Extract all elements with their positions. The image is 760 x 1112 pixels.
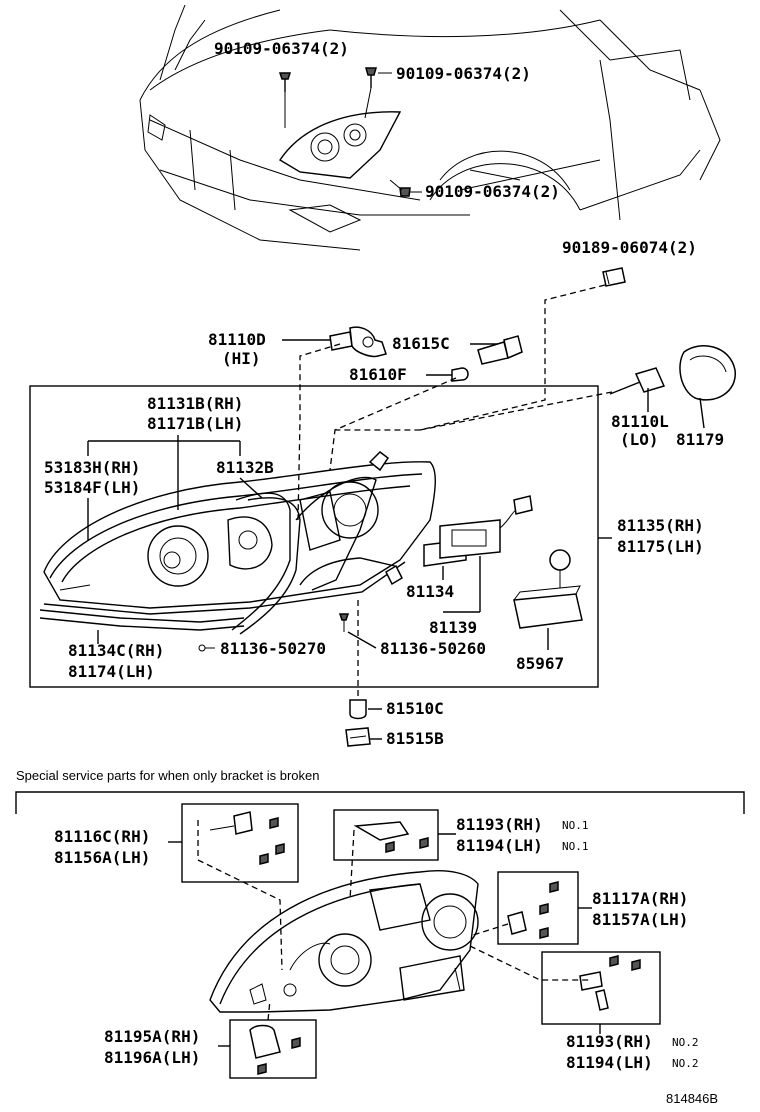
socket-c-part: [477, 335, 523, 365]
label-ballast-set: 81139: [429, 618, 477, 637]
label-housing-rh: 81131B(RH): [147, 394, 243, 413]
car-front-illustration: [139, 4, 721, 251]
cap-part: [679, 345, 736, 401]
label-trim-rh: 53183H(RH): [44, 458, 140, 477]
assembly-frame: [29, 385, 599, 688]
special-service-note: Special service parts for when only brac…: [16, 768, 319, 783]
bracket-c-part: [507, 881, 559, 939]
label-molding-lh: 81174(LH): [68, 662, 155, 681]
label-bracket-d-rh: 81195A(RH): [104, 1027, 200, 1046]
label-clip: 90189-06074(2): [562, 238, 697, 257]
molding-part: [39, 609, 245, 631]
label-car-bolt-2: 90109-06374(2): [396, 64, 531, 83]
label-computer: 85967: [516, 654, 564, 673]
label-bulb-lo: 81110L: [611, 412, 669, 431]
special-section-bracket: [15, 791, 745, 814]
bulb-c-part: [349, 699, 367, 720]
ballast-part: [439, 495, 533, 559]
label-bulb-c: 81510C: [386, 699, 444, 718]
label-trim-lh: 53184F(LH): [44, 478, 140, 497]
bracket-a-part: [209, 811, 285, 865]
headlamp-housing-rear: [209, 870, 479, 1013]
label-bracket-d-lh: 81196A(LH): [104, 1048, 200, 1067]
label-cap: 81179: [676, 430, 724, 449]
label-car-bolt-1: 90109-06374(2): [214, 39, 349, 58]
label-bracket-e-rh-no: NO.2: [672, 1036, 699, 1049]
bracket-b-part: [353, 821, 429, 853]
label-bracket-b-rh: 81193(RH): [456, 815, 543, 834]
label-housing-lh: 81171B(LH): [147, 414, 243, 433]
label-cover: 81134: [406, 582, 454, 601]
bracket-d-box: [229, 1019, 317, 1079]
headlamp-assembly: [43, 451, 436, 615]
computer-part: [513, 549, 583, 629]
hi-bulb-part: [329, 326, 387, 358]
bulb-f-part: [451, 367, 469, 382]
label-bracket-b-lh: 81194(LH): [456, 836, 543, 855]
label-bulb-hi: 81110D: [208, 330, 266, 349]
lo-bulb-part: [609, 367, 666, 395]
screw-a-part: [198, 644, 215, 652]
label-bracket-c-lh: 81157A(LH): [592, 910, 688, 929]
label-bracket-e-lh: 81194(LH): [566, 1053, 653, 1072]
bracket-d-part: [249, 1024, 301, 1075]
diagram-id: 814846B: [666, 1091, 718, 1106]
label-bracket-e-rh: 81193(RH): [566, 1032, 653, 1051]
label-bracket-b-lh-no: NO.1: [562, 840, 589, 853]
label-unit-lh: 81175(LH): [617, 537, 704, 556]
label-molding-rh: 81134C(RH): [68, 641, 164, 660]
bracket-c-box: [497, 871, 579, 945]
label-car-bolt-3: 90109-06374(2): [425, 182, 560, 201]
label-bracket-a-lh: 81156A(LH): [54, 848, 150, 867]
bracket-a-box: [181, 803, 299, 883]
car-bolts: [278, 67, 422, 197]
label-socket-b: 81515B: [386, 729, 444, 748]
label-bulb-f: 81610F: [349, 365, 407, 384]
label-bracket-e-lh-no: NO.2: [672, 1057, 699, 1070]
socket-b-part: [345, 727, 371, 747]
label-bracket-a-rh: 81116C(RH): [54, 827, 150, 846]
clip-part: [602, 267, 626, 287]
label-unit-rh: 81135(RH): [617, 516, 704, 535]
label-bulb-hi-note: (HI): [222, 349, 261, 368]
bracket-e-part: [579, 955, 641, 1011]
bracket-e-box: [541, 951, 661, 1025]
screw-b-part: [338, 613, 350, 632]
label-screw-b: 81136-50260: [380, 639, 486, 658]
label-bracket-c-rh: 81117A(RH): [592, 889, 688, 908]
label-socket-c: 81615C: [392, 334, 450, 353]
label-bracket-b-rh-no: NO.1: [562, 819, 589, 832]
label-screw-a: 81136-50270: [220, 639, 326, 658]
label-gasket: 81132B: [216, 458, 274, 477]
label-bulb-lo-note: (LO): [620, 430, 659, 449]
bracket-b-box: [333, 809, 439, 861]
